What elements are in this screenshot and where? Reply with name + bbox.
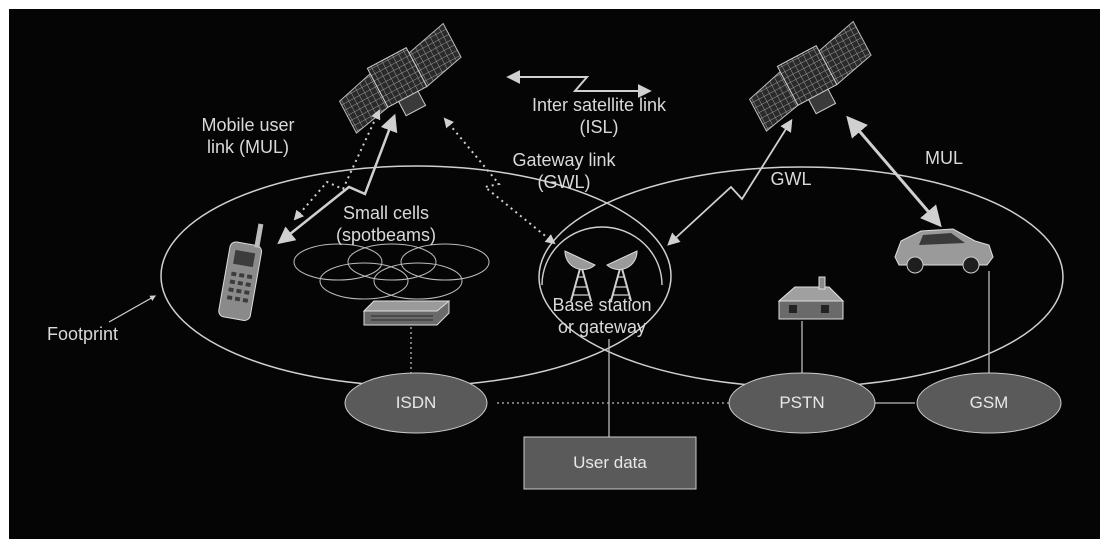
satellite-icon	[748, 20, 872, 132]
mul-left-label: Mobile user link (MUL)	[175, 114, 321, 158]
isl-label: Inter satellite link (ISL)	[499, 94, 699, 138]
satellite-icon	[338, 22, 462, 134]
isdn-node-label: ISDN	[395, 393, 437, 412]
gwl-left-label: Gateway link (GWL)	[489, 149, 639, 193]
diagram-frame: Mobile user link (MUL) Inter satellite l…	[9, 9, 1100, 539]
base-station-label-line1: Base station	[552, 295, 652, 315]
isl-label-line1: Inter satellite link	[531, 95, 667, 115]
mul-left-label-line2: link (MUL)	[206, 137, 289, 157]
mul-right-link	[846, 115, 942, 228]
antenna-tower-icon	[606, 250, 638, 302]
user-data-node-label: User data	[573, 453, 647, 472]
isl-link-arrow	[506, 70, 652, 98]
small-cells-label: Small cells (spotbeams)	[316, 202, 456, 246]
pstn-node-label: PSTN	[779, 393, 825, 412]
mul-right-label-text: MUL	[924, 148, 963, 168]
small-cells-label-line1: Small cells	[342, 203, 430, 223]
house-icon	[777, 276, 845, 320]
footprint-label-text: Footprint	[47, 324, 119, 344]
isdn-node	[344, 372, 488, 434]
base-station-label-line2: or gateway	[557, 317, 647, 337]
office-building-icon	[362, 300, 451, 326]
base-station-label: Base station or gateway	[524, 294, 680, 338]
gwl-right-label: GWL	[761, 168, 821, 190]
footprint-label: Footprint	[47, 323, 157, 345]
gwl-left-label-line2: (GWL)	[537, 172, 591, 192]
isl-label-line2: (ISL)	[579, 117, 619, 137]
footprint-pointer	[108, 295, 157, 323]
antenna-tower-icon	[564, 250, 596, 302]
mul-left-label-line1: Mobile user	[201, 115, 295, 135]
small-cells-label-line2: (spotbeams)	[335, 225, 437, 245]
user-data-node	[523, 436, 697, 490]
gwl-right-link	[667, 118, 793, 246]
gsm-node-label: GSM	[969, 393, 1009, 412]
spotbeam-cells	[293, 243, 490, 300]
car-icon	[894, 228, 994, 274]
gwl-right-label-text: GWL	[770, 169, 812, 189]
gateway-coverage-arc	[541, 226, 663, 286]
mobile-phone-icon	[218, 223, 264, 321]
mul-right-label: MUL	[914, 147, 974, 169]
pstn-node	[728, 372, 876, 434]
satellite-network-diagram	[108, 20, 1064, 490]
gwl-left-link	[443, 117, 556, 245]
gwl-left-label-line1: Gateway link	[512, 150, 616, 170]
gsm-node	[916, 372, 1062, 434]
mul-left-dotted-link	[293, 109, 381, 221]
